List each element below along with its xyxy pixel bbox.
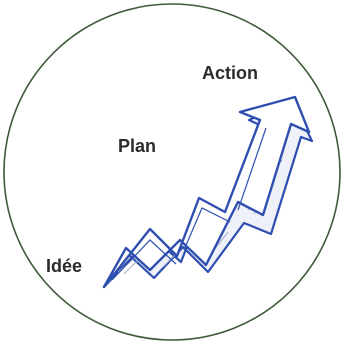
arrow-inner-lines [111, 127, 267, 281]
label-idee: Idée [46, 256, 83, 276]
rising-arrow [102, 95, 314, 289]
label-action: Action [202, 63, 258, 83]
label-plan: Plan [118, 136, 157, 156]
arrow-top-face [102, 95, 311, 289]
frame-circle [3, 3, 341, 341]
